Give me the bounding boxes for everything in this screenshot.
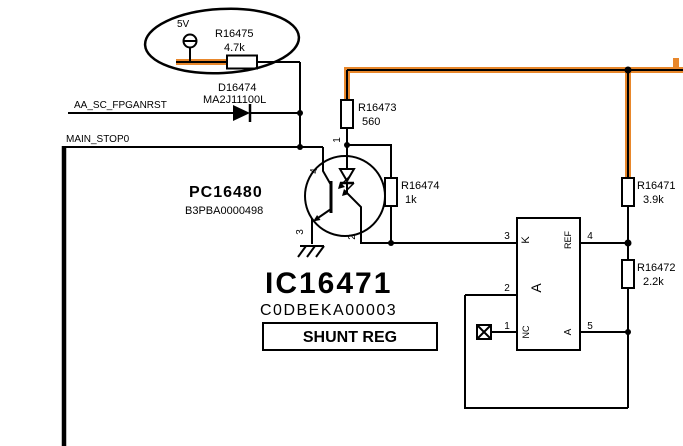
d16474-part-label: MA2J11100L [203, 94, 266, 106]
shunt-reg-label-box [262, 322, 438, 351]
ic-pin1-name: NC [521, 325, 531, 338]
ic-pin5-number: 5 [587, 321, 593, 332]
r16475-ref-label: R16475 [215, 28, 254, 40]
nc-cross [476, 324, 492, 340]
no-connect-icon [476, 324, 492, 340]
opto-pin1-number: 1 [332, 137, 343, 143]
opto-ref-label: PC16480 [189, 184, 263, 201]
resistor-r16475-body [226, 54, 258, 70]
junction-dot [624, 239, 632, 247]
resistor-r16473-body [340, 99, 354, 129]
annotation-ellipse [143, 7, 301, 75]
ic-function-label: SHUNT REG [303, 329, 397, 346]
ic-part-label: C0DBEKA00003 [260, 302, 397, 319]
junction-dot [297, 110, 303, 116]
opto-light-arrowhead-2-icon [342, 189, 349, 196]
r16472-value-label: 2.2k [643, 276, 664, 288]
junction-dot [625, 329, 631, 335]
power-symbol-5v [182, 33, 198, 49]
ic-pin2-name: A [528, 283, 544, 293]
highlighted-net [176, 58, 683, 181]
r16472-ref-label: R16472 [637, 262, 676, 274]
r16475-value-label: 4.7k [224, 42, 245, 54]
diode-triangle-icon [233, 105, 250, 121]
opto-pin4-number: 4 [309, 168, 320, 174]
r16474-ref-label: R16474 [401, 180, 440, 192]
ic-ref-label: IC16471 [265, 267, 392, 300]
net-label-main-stop0: MAIN_STOP0 [66, 134, 130, 145]
junction-dot [624, 66, 632, 74]
ground-hatch-3 [315, 245, 325, 258]
resistor-r16471-body [621, 177, 635, 207]
junction-dot [297, 144, 303, 150]
diode-d16474-symbol [233, 104, 252, 122]
opto-part-label: B3PBA0000498 [185, 205, 263, 217]
r16474-value-label: 1k [405, 194, 417, 206]
d16474-ref-label: D16474 [218, 82, 257, 94]
opto-emitter-arrow-icon [313, 215, 321, 222]
ic16471-body [516, 217, 581, 351]
r16473-value-label: 560 [362, 116, 380, 128]
net-label-aa-sc-fpganrst: AA_SC_FPGANRST [74, 100, 167, 111]
opto-led-triangle-icon [338, 168, 356, 183]
r16471-ref-label: R16471 [637, 180, 676, 192]
opto-pin3-number: 3 [295, 229, 306, 235]
opto-light-arrowhead-1-icon [338, 182, 345, 189]
opto-led-cathode-line [346, 183, 362, 232]
junction-dot [344, 142, 350, 148]
ic-pin2-number: 2 [504, 283, 510, 294]
junction-dots [297, 66, 632, 335]
wire-branch-to-r16474 [347, 144, 392, 178]
junction-dot [388, 240, 394, 246]
ic-pin4-name: REF [563, 230, 573, 249]
ic-pin3-name: K [520, 236, 532, 244]
ground-symbol-icon [297, 245, 325, 258]
highlight-segment-top-rail [344, 67, 683, 103]
ic-pin1-number: 1 [504, 321, 510, 332]
r16471-value-label: 3.9k [643, 194, 664, 206]
wire-anode-loop [464, 295, 628, 409]
resistor-r16474-body [384, 177, 398, 207]
optocoupler-pc16480-symbol [304, 155, 386, 237]
ground-hatch-2 [306, 245, 316, 258]
ic-pin3-number: 3 [504, 231, 510, 242]
resistor-r16472-body [621, 259, 635, 289]
opto-pin2-number: 2 [347, 234, 358, 240]
r16473-ref-label: R16473 [358, 102, 397, 114]
wire-opto-pin2-to-k [360, 232, 517, 244]
ic-pin4-number: 4 [587, 231, 593, 242]
opto-collector-line [322, 163, 332, 186]
power-label: 5V [177, 19, 190, 30]
ic-pin5-name: A [563, 328, 574, 335]
ground-hatch-1 [297, 245, 307, 258]
